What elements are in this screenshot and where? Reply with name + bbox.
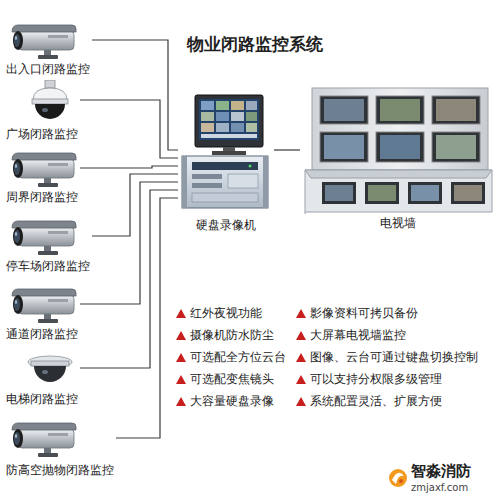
tv-wall-drawing [305, 88, 492, 214]
feature-item: 影像资料可拷贝备份 [310, 306, 418, 321]
feature-item: 图像、云台可通过键盘切换控制 [310, 350, 478, 365]
signal-cable [274, 149, 300, 150]
signal-cable [92, 174, 178, 236]
camera-label: 出入口闭路监控 [6, 62, 90, 76]
camera-label: 电梯闭路监控 [6, 392, 78, 406]
node-label-group: 停车场闭路监控 [6, 259, 90, 273]
signal-cable [80, 100, 178, 158]
camera-label: 周界闭路监控 [6, 190, 78, 204]
camera-node: 周界闭路监控 [4, 150, 80, 204]
camera-node: 广场闭路监控 [4, 80, 80, 141]
camera-node: 电梯闭路监控 [4, 350, 80, 406]
camera-label: 防高空抛物闭路监控 [6, 463, 114, 477]
feature-item: 大容量硬盘录像 [190, 394, 274, 409]
watermark-logo [389, 469, 407, 487]
node-label-group: 防高空抛物闭路监控 [6, 463, 114, 477]
camera-node: 出入口闭路监控 [4, 22, 92, 76]
node-label-group: 硬盘录像机 [178, 218, 274, 232]
node-label-group: 电视墙 [300, 216, 496, 230]
camera-label: 停车场闭路监控 [6, 259, 90, 273]
watermark-name: 智淼消防 [411, 463, 471, 480]
watermark-url: zmjaxf.com [411, 482, 468, 494]
device-label: 硬盘录像机 [178, 218, 274, 232]
node-label-group: 出入口闭路监控 [6, 62, 90, 76]
camera-node: 防高空抛物闭路监控 [4, 420, 116, 477]
feature-item: 摄像机防水防尘 [190, 328, 274, 343]
feature-item: 红外夜视功能 [190, 306, 262, 321]
diagram-title: 物业闭路监控系统 [140, 33, 370, 55]
device-node: 硬盘录像机 [178, 92, 274, 232]
camera-label: 广场闭路监控 [6, 127, 78, 141]
node-label-group: 周界闭路监控 [6, 190, 78, 204]
feature-item: 大屏幕电视墙监控 [310, 328, 406, 343]
device-node: 电视墙 [300, 88, 496, 230]
dvr-drawing [182, 95, 268, 208]
node-label-group: 广场闭路监控 [6, 127, 78, 141]
signal-cable [92, 40, 178, 150]
signal-cable [116, 198, 178, 438]
camera-label: 通道闭路监控 [6, 327, 78, 341]
device-label: 电视墙 [300, 216, 496, 230]
signal-cable [80, 190, 178, 368]
feature-item: 可选配变焦镜头 [190, 372, 274, 387]
feature-item: 可选配全方位云台 [190, 350, 286, 365]
node-label-group: 通道闭路监控 [6, 327, 78, 341]
node-label-group: 电梯闭路监控 [6, 392, 78, 406]
signal-cable [80, 166, 178, 168]
feature-item: 系统配置灵活、扩展方便 [310, 394, 442, 409]
camera-node: 通道闭路监控 [4, 286, 80, 341]
feature-item: 可以支持分权限多级管理 [310, 372, 442, 387]
signal-cable [80, 182, 178, 304]
camera-node: 停车场闭路监控 [4, 218, 92, 273]
